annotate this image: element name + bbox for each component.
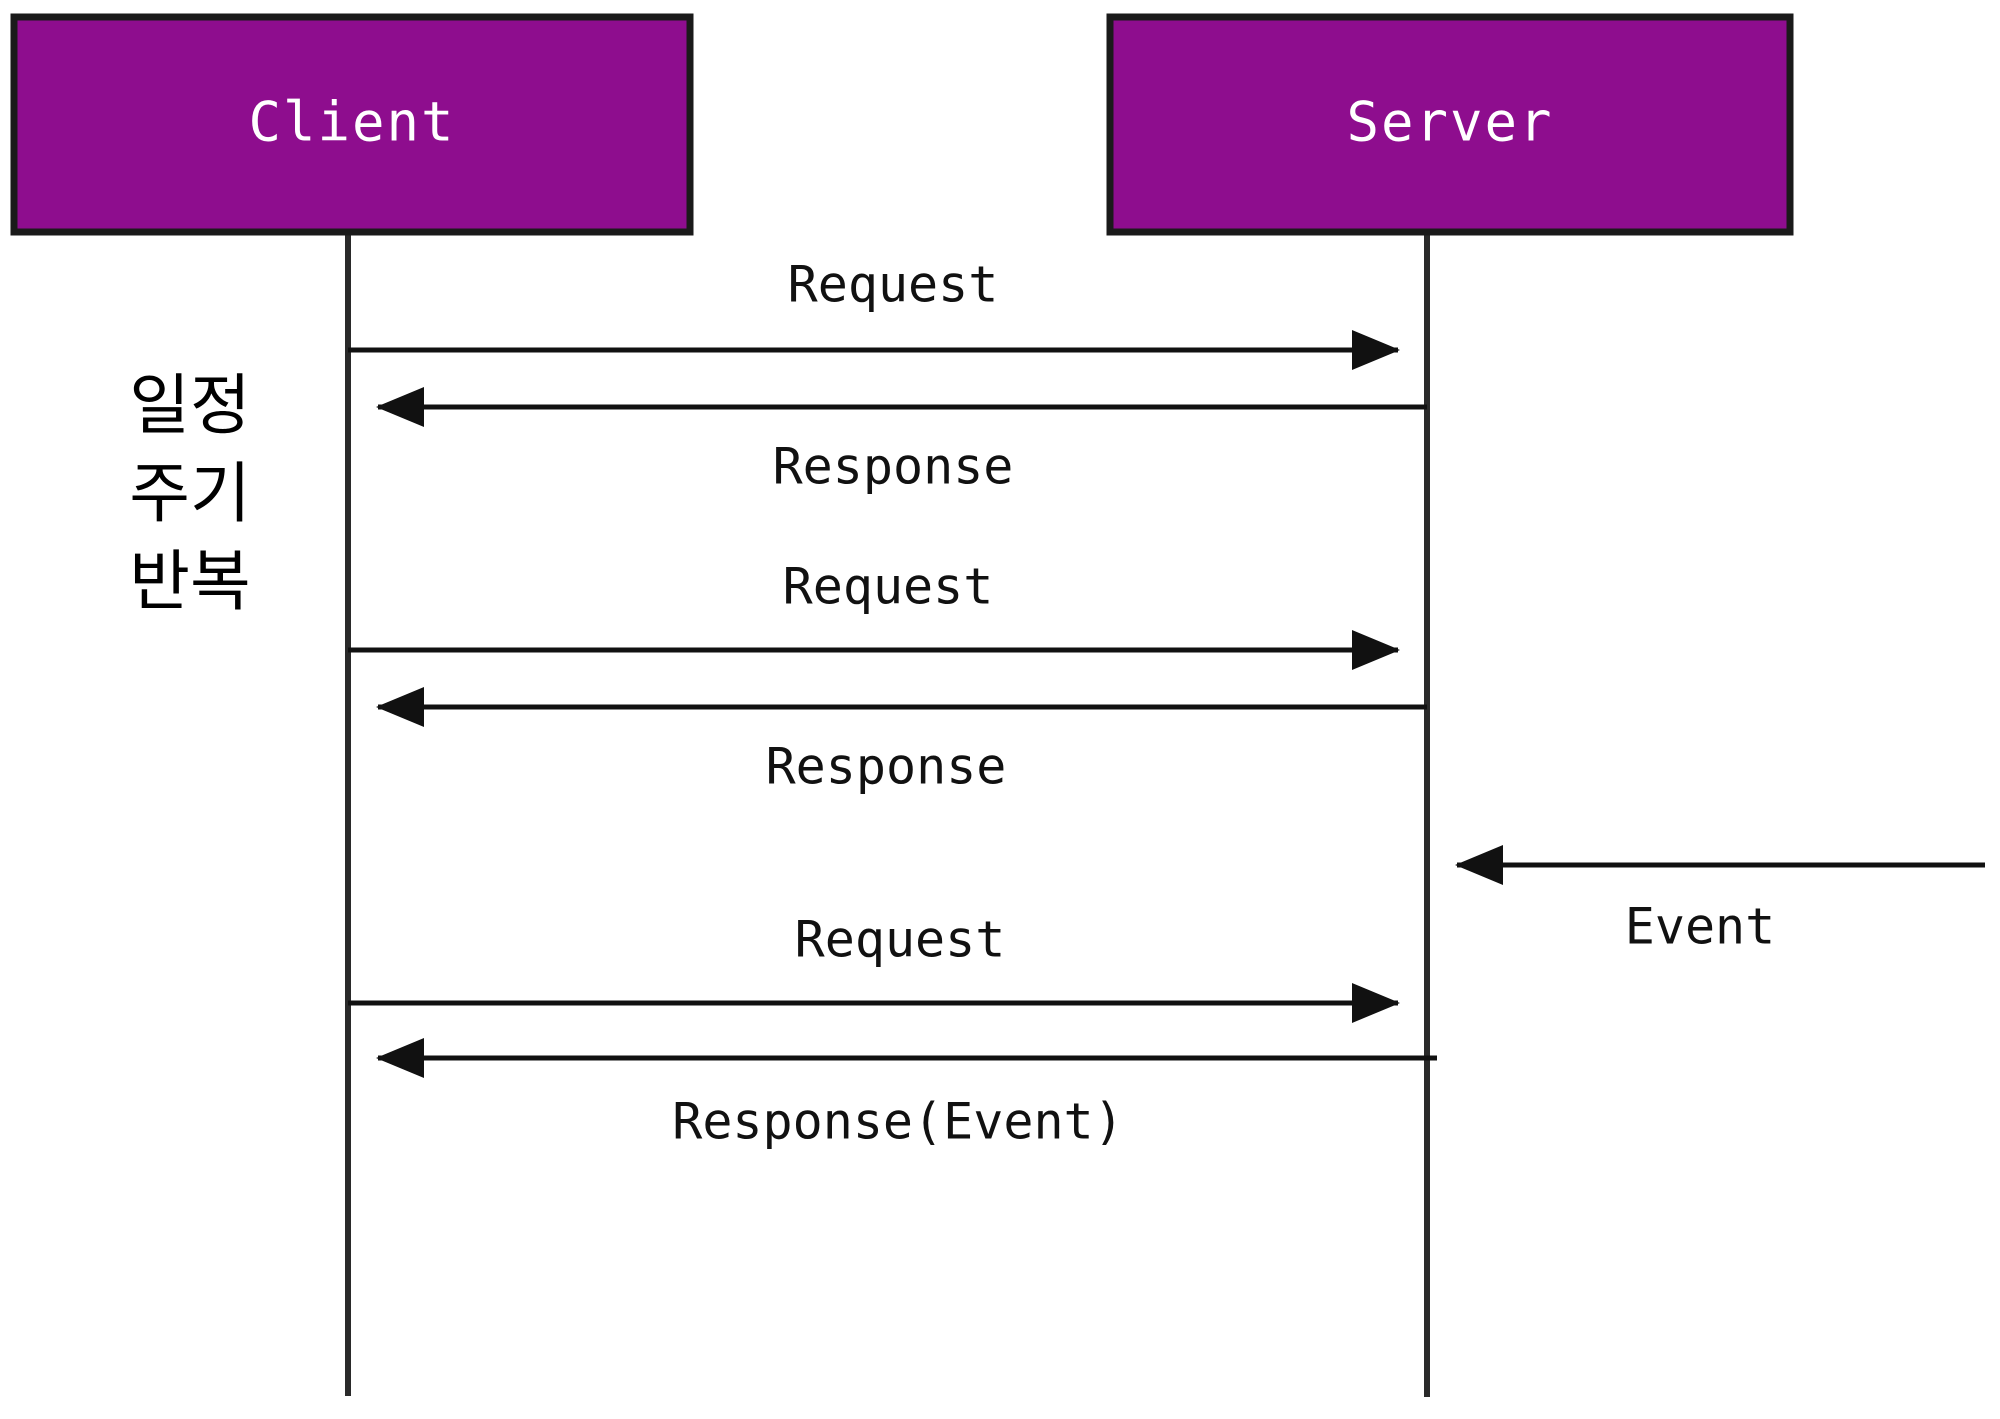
message-response-1-label: Response [773, 438, 1014, 496]
message-response-3[interactable]: Response(Event) [375, 1038, 1437, 1151]
participant-client-label: Client [248, 91, 455, 154]
message-request-2-label: Request [783, 558, 994, 616]
message-request-2[interactable]: Request [348, 558, 1401, 670]
note-periodic-repeat-line-2: 주기 [129, 455, 250, 532]
participant-client[interactable]: Client [10, 13, 694, 236]
note-periodic-repeat-line-1: 일정 [129, 367, 250, 444]
message-request-3[interactable]: Request [348, 911, 1401, 1023]
lifelines-group [345, 232, 1430, 1397]
note-periodic-repeat: 일정 주기 반복 [129, 367, 250, 620]
participant-server-box[interactable] [1106, 13, 1794, 236]
message-response-3-label: Response(Event) [672, 1093, 1124, 1151]
message-request-1-label: Request [788, 256, 999, 314]
message-response-2[interactable]: Response [375, 687, 1427, 796]
note-periodic-repeat-line-3: 반복 [129, 543, 250, 620]
message-request-1[interactable]: Request [348, 256, 1401, 370]
message-request-3-label: Request [795, 911, 1006, 969]
participant-server[interactable]: Server [1106, 13, 1794, 236]
message-event-inbound[interactable]: Event [1454, 845, 1985, 956]
message-event-inbound-label: Event [1625, 898, 1776, 956]
participant-client-box[interactable] [10, 13, 694, 236]
message-response-2-label: Response [766, 738, 1007, 796]
message-response-1[interactable]: Response [375, 387, 1427, 496]
participant-server-label: Server [1346, 91, 1553, 154]
